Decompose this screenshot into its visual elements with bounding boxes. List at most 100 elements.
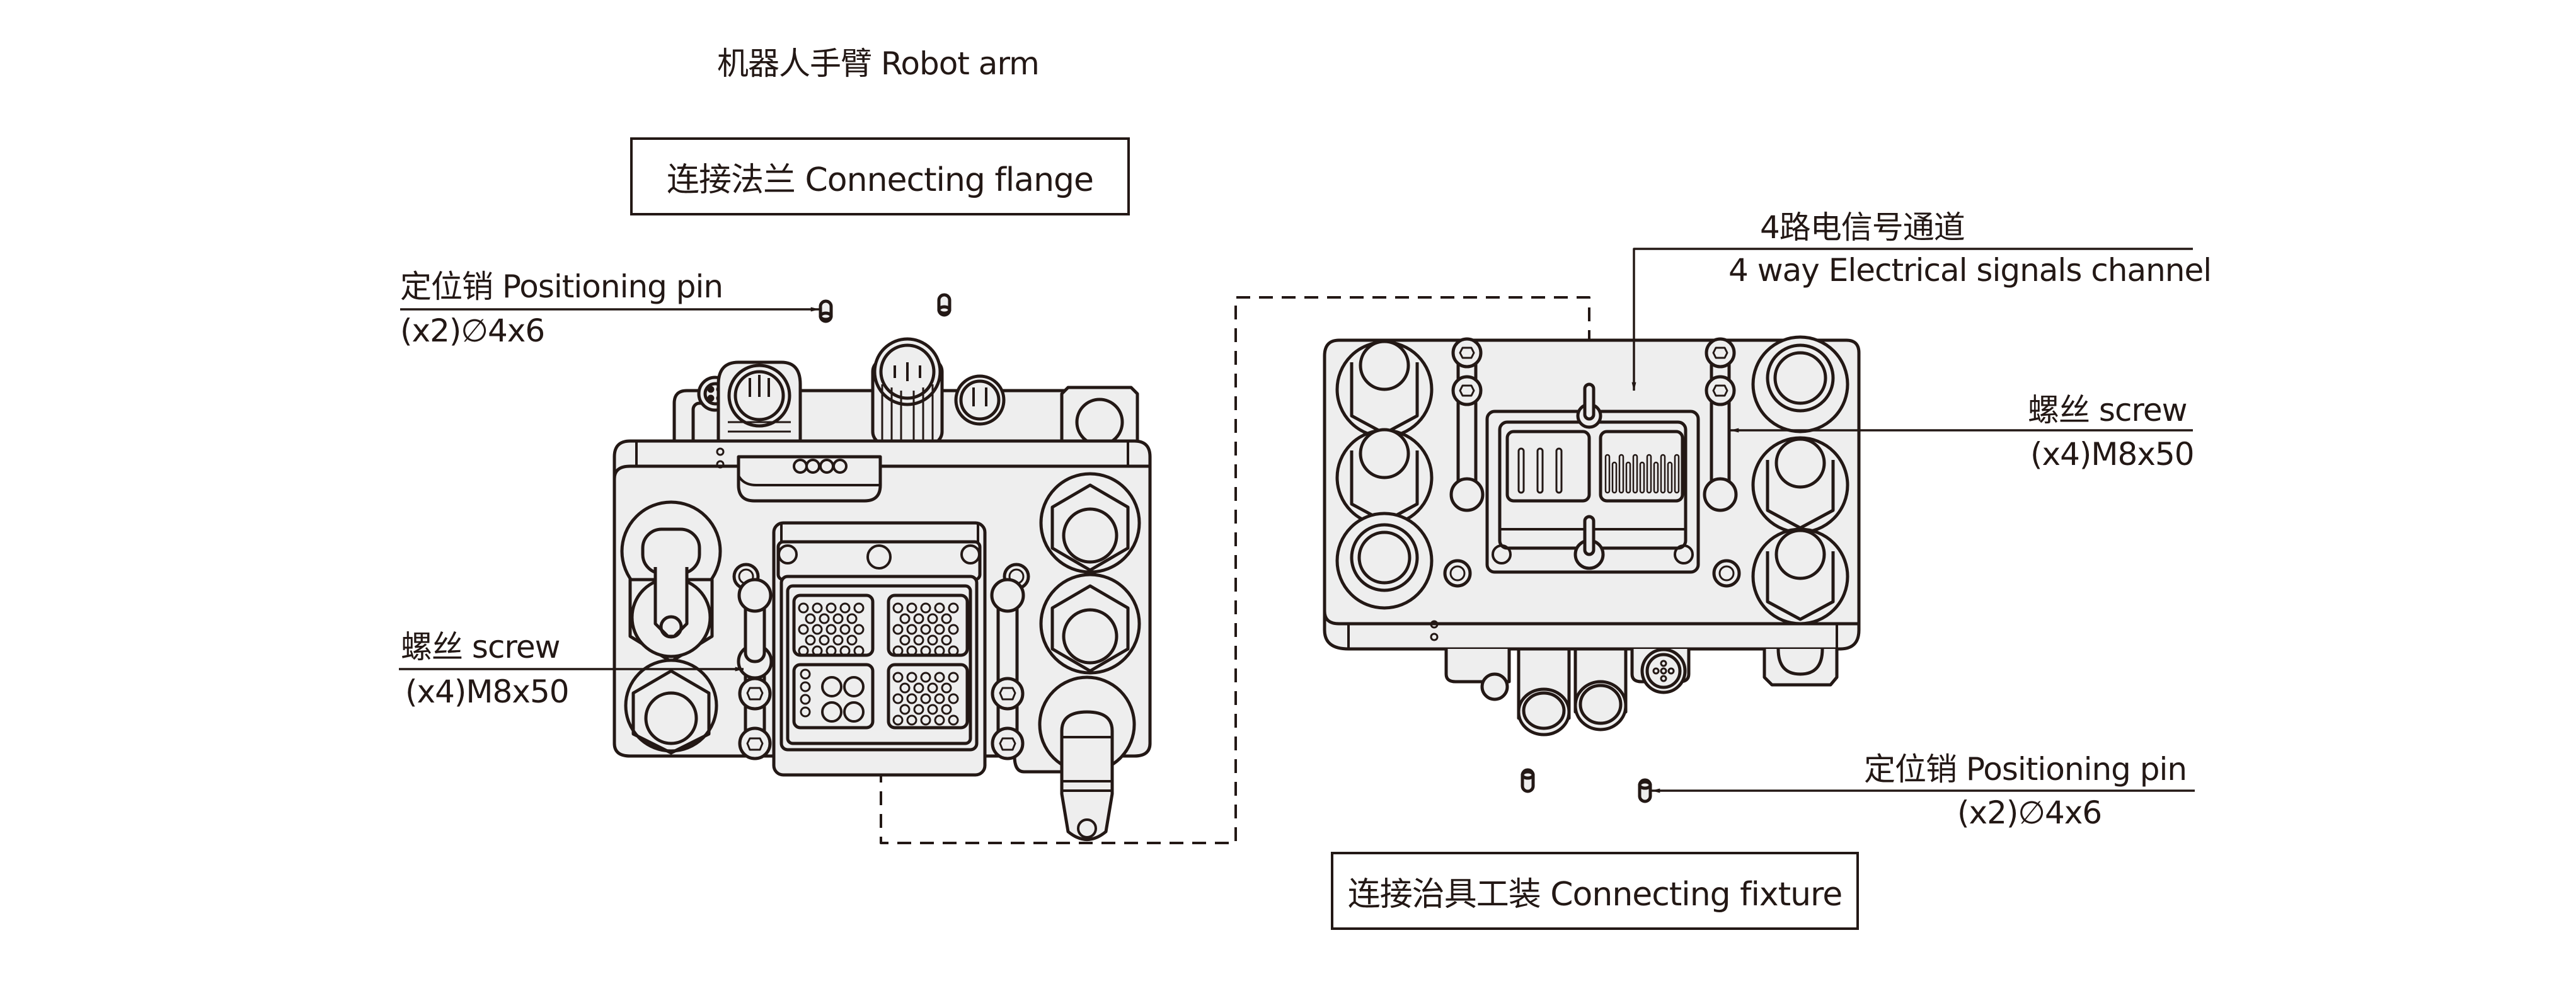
hex-fitting-icon <box>1039 472 1141 574</box>
contact-hole <box>812 645 823 656</box>
socket-cap-screws <box>1443 559 1741 588</box>
contact-hole <box>927 704 938 715</box>
right-screw-callout-spec: (x4)M8x50 <box>2030 436 2195 473</box>
power-pin <box>1536 447 1544 494</box>
led-indicator-bar <box>737 455 882 503</box>
contact-hole <box>906 672 917 683</box>
contact-hole <box>892 602 904 614</box>
connecting-flange-label: 连接法兰 Connecting flange <box>666 161 1094 199</box>
positioning-pin-icon <box>937 293 952 317</box>
contact-hole <box>892 714 904 726</box>
contact-hole <box>805 613 816 624</box>
contact-hole <box>800 706 811 718</box>
contact-hole <box>892 645 904 656</box>
contact-hole <box>927 613 938 624</box>
power-socket-icon <box>1573 647 1628 731</box>
air-nozzle-icon <box>1038 675 1136 841</box>
m12-socket-icon <box>1517 647 1571 736</box>
contact-hole <box>934 693 945 704</box>
left-screw-callout-name: 螺丝 screw <box>401 629 561 665</box>
contact-hole <box>832 634 844 646</box>
hex-fitting-icon <box>1335 428 1434 527</box>
contact-hole <box>853 602 865 614</box>
port-fitting-icon <box>1751 335 1849 433</box>
contact-hole <box>892 624 904 635</box>
contact-hole <box>913 634 924 646</box>
contact-pin <box>1639 461 1645 494</box>
contact-hole <box>913 704 924 715</box>
contact-hole <box>846 634 858 646</box>
signal-socket-icon <box>1640 648 1687 694</box>
contact-hole <box>941 634 952 646</box>
contact-hole <box>805 634 816 646</box>
contact-hole <box>920 602 931 614</box>
contact-hole <box>934 714 945 726</box>
fixture-bottom-connectors <box>1444 647 1839 736</box>
contact-hole <box>899 682 911 694</box>
contact-hole <box>839 602 851 614</box>
left-screw-callout-spec: (x4)M8x50 <box>405 673 570 710</box>
right-screw-callout-name: 螺丝 screw <box>2028 392 2188 428</box>
contact-pin <box>1604 454 1611 494</box>
contact-hole <box>948 602 959 614</box>
contact-hole <box>899 634 911 646</box>
contact-pin <box>1667 461 1673 494</box>
contact-hole <box>927 634 938 646</box>
contact-hole <box>839 624 851 635</box>
contact-pin <box>1632 454 1638 494</box>
contact-hole <box>934 672 945 683</box>
contact-hole <box>913 682 924 694</box>
contact-pin <box>1618 454 1624 494</box>
contact-hole <box>899 704 911 715</box>
connecting-flange-drawing <box>612 337 1152 841</box>
contact-pin <box>1625 461 1631 494</box>
port-fitting-icon <box>1335 512 1434 610</box>
contact-hole <box>948 714 959 726</box>
positioning-pin-icon <box>1638 778 1652 803</box>
positioning-pin-icon <box>1521 768 1535 793</box>
signal-module-bottom-left <box>792 663 875 730</box>
contact-hole <box>906 602 917 614</box>
contact-pin <box>1611 461 1618 494</box>
contact-hole <box>906 693 917 704</box>
contact-hole <box>920 624 931 635</box>
contact-hole <box>948 624 959 635</box>
guide-pin-icon <box>1573 515 1605 570</box>
hex-fitting-icon <box>1751 436 1849 534</box>
contact-hole <box>819 613 830 624</box>
contact-hole <box>899 613 911 624</box>
contact-hole <box>941 613 952 624</box>
connecting-flange-label-box: 连接法兰 Connecting flange <box>630 137 1130 215</box>
signal-module-frame <box>772 521 987 777</box>
contact-hole <box>941 704 952 715</box>
long-screws-left <box>737 578 773 760</box>
connecting-fixture-label-box: 连接治具工装 Connecting fixture <box>1331 852 1859 930</box>
contact-hole <box>892 693 904 704</box>
contact-pin <box>1674 454 1680 494</box>
contact-hole <box>825 645 837 656</box>
contact-hole <box>825 602 837 614</box>
hex-fitting-icon <box>1751 527 1849 626</box>
contact-hole <box>941 682 952 694</box>
air-fitting-icon <box>620 500 722 663</box>
contact-hole <box>934 602 945 614</box>
contact-hole <box>920 714 931 726</box>
contact-hole <box>798 602 809 614</box>
connecting-fixture-drawing <box>1323 335 1861 736</box>
contact-hole <box>798 624 809 635</box>
contact-pin <box>1660 454 1666 494</box>
contact-hole <box>906 714 917 726</box>
signal-channel-callout-spec: 4 way Electrical signals channel <box>1728 252 2212 289</box>
contact-hole <box>948 693 959 704</box>
flange-top-connectors <box>672 337 1139 449</box>
contact-hole <box>934 645 945 656</box>
robot-arm-title: 机器人手臂 Robot arm <box>717 45 1040 82</box>
contact-hole <box>948 672 959 683</box>
contact-hole <box>948 645 959 656</box>
positioning-pin-icon <box>819 299 833 323</box>
guide-pin-icon <box>1576 382 1602 429</box>
contact-hole <box>920 645 931 656</box>
contact-hole <box>798 645 809 656</box>
contact-hole <box>853 645 865 656</box>
